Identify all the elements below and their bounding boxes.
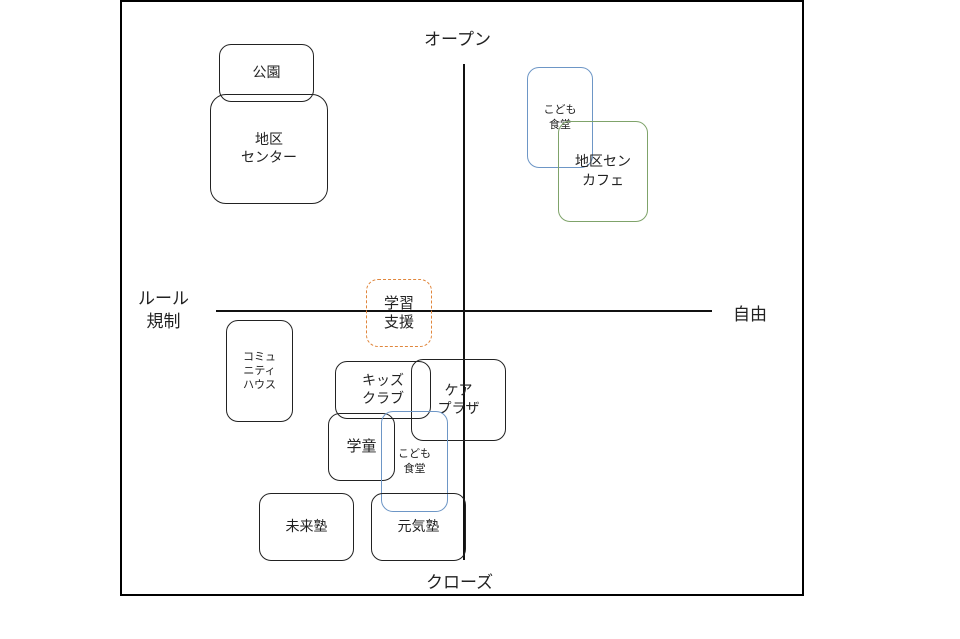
axis-label-right: 自由 [733,305,767,325]
node-genki-juku: 元気塾 [371,493,466,561]
node-district-cafe: 地区セン カフェ [558,121,648,222]
node-park: 公園 [219,44,314,102]
node-district-center-label: 地区 センター [241,131,297,166]
node-study-support: 学習 支援 [366,279,432,347]
node-mirai-juku-label: 未来塾 [285,518,328,535]
node-gakudo: 学童 [328,413,395,481]
node-kodomo-shokudo-bottom-label: こども 食堂 [398,447,431,475]
axis-label-bottom: クローズ [426,573,494,593]
node-kodomo-shokudo-bottom: こども 食堂 [381,411,448,512]
node-community-house: コミュ ニティ ハウス [226,320,293,422]
node-care-plaza-label: ケア プラザ [437,382,480,417]
node-mirai-juku: 未来塾 [259,493,354,561]
axis-label-left: ルール 規制 [138,289,189,332]
node-community-house-label: コミュ ニティ ハウス [243,349,276,392]
node-study-support-label: 学習 支援 [383,293,414,332]
node-genki-juku-label: 元気塾 [397,518,440,535]
node-gakudo-label: 学童 [346,437,377,456]
node-park-label: 公園 [252,64,281,81]
node-kids-club-label: キッズ クラブ [362,372,404,407]
node-district-center: 地区 センター [210,94,328,204]
axis-label-top: オープン [424,30,491,50]
node-care-plaza: ケア プラザ [411,359,506,441]
vertical-axis [463,64,465,560]
node-district-cafe-label: 地区セン カフェ [575,154,631,189]
